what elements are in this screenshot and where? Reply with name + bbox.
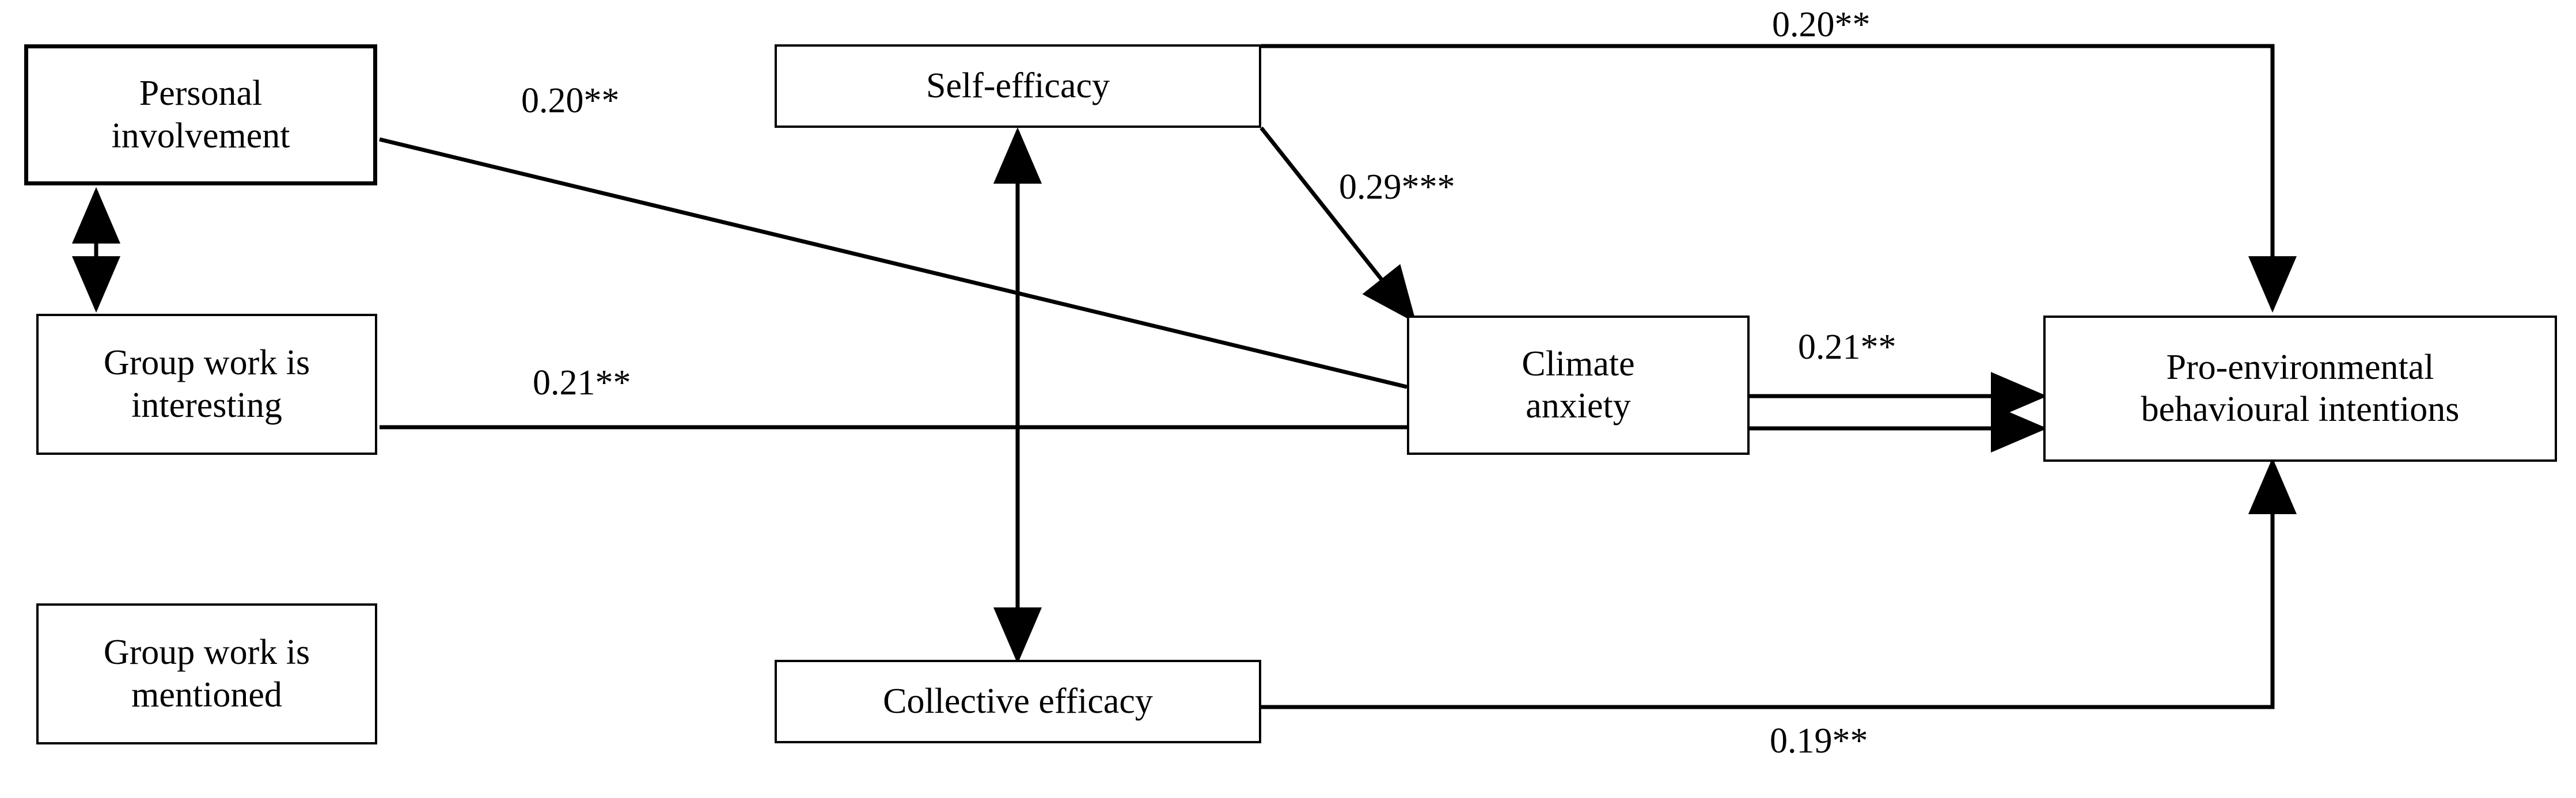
- edge-self-efficacy-pro-environmental: [1261, 44, 2297, 313]
- edge-personal-involvement-climate-anxiety: [379, 137, 1407, 389]
- node-self-efficacy[interactable]: Self-efficacy: [775, 44, 1261, 128]
- edge-label-group-work-interesting-climate-anxiety: 0.21**: [533, 363, 631, 402]
- edge-label-personal-involvement-climate-anxiety: 0.20**: [521, 81, 620, 120]
- node-personal-involvement-label: Personal involvement: [111, 74, 290, 155]
- node-pro-environmental-behavioural-intentions[interactable]: Pro-environmental behavioural intentions: [2043, 316, 2557, 462]
- node-collective-efficacy-label: Collective efficacy: [883, 681, 1153, 721]
- edge-label-self-efficacy-climate-anxiety: 0.29***: [1339, 168, 1455, 207]
- edge-label-self-efficacy-pro-environmental: 0.20**: [1772, 5, 1871, 44]
- node-climate-anxiety[interactable]: Climate anxiety: [1407, 316, 1750, 455]
- node-climate-anxiety-label: Climate anxiety: [1522, 344, 1635, 425]
- node-group-work-interesting-label: Group work is interesting: [103, 343, 310, 425]
- edge-collective-efficacy-pro-environmental: [1261, 458, 2297, 709]
- node-pro-environmental-behavioural-intentions-label: Pro-environmental behavioural intentions: [2141, 347, 2460, 429]
- edge-label-collective-efficacy-pro-environmental: 0.19**: [1770, 721, 1868, 761]
- edge-label-climate-anxiety-pro-environmental: 0.21**: [1798, 328, 1896, 367]
- node-group-work-interesting[interactable]: Group work is interesting: [36, 314, 377, 455]
- node-group-work-mentioned[interactable]: Group work is mentioned: [36, 603, 377, 744]
- node-group-work-mentioned-label: Group work is mentioned: [103, 633, 310, 715]
- node-collective-efficacy[interactable]: Collective efficacy: [775, 660, 1261, 743]
- node-self-efficacy-label: Self-efficacy: [926, 66, 1110, 105]
- node-personal-involvement[interactable]: Personal involvement: [24, 44, 377, 185]
- edge-self-efficacy-climate-anxiety: [1259, 126, 1417, 324]
